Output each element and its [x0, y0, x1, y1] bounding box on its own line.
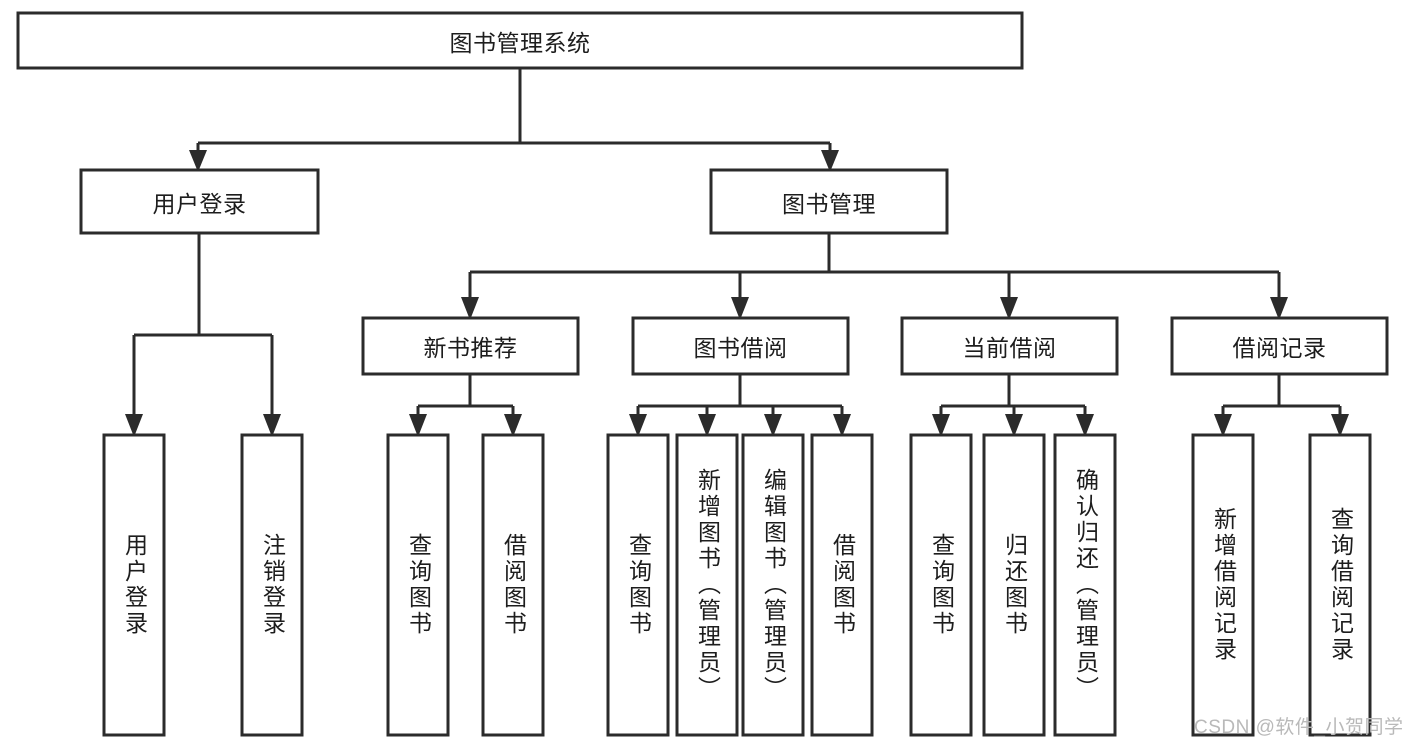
- arrowhead-leaf-confirm-return-admin: [1076, 414, 1094, 437]
- node-box-leaf-borrow-book-recommend[interactable]: [481, 433, 545, 737]
- node-box-leaf-add-borrow-record[interactable]: [1191, 433, 1255, 737]
- arrowhead-book-manage: [821, 150, 839, 172]
- arrowhead-leaf-return-book: [1005, 414, 1023, 437]
- node-box-current-borrow[interactable]: [900, 316, 1119, 376]
- arrowhead-leaf-borrow-book-recommend: [504, 414, 522, 437]
- connector-group-new-book-recommend: [409, 374, 522, 437]
- arrowhead-book-borrow: [731, 297, 749, 320]
- node-box-leaf-query-book-recommend[interactable]: [386, 433, 450, 737]
- node-box-leaf-edit-book-admin[interactable]: [741, 433, 805, 737]
- node-box-book-manage[interactable]: [709, 168, 949, 235]
- arrowhead-leaf-borrow-book: [833, 414, 851, 437]
- connector-group-current-borrow: [932, 374, 1094, 437]
- arrowhead-leaf-query-borrow-record: [1331, 414, 1349, 437]
- node-box-leaf-logout[interactable]: [240, 433, 304, 737]
- node-box-leaf-query-book-borrow[interactable]: [606, 433, 670, 737]
- node-box-root[interactable]: [16, 11, 1024, 70]
- arrowhead-leaf-query-book-current: [932, 414, 950, 437]
- arrowhead-leaf-edit-book-admin: [764, 414, 782, 437]
- node-box-borrow-record[interactable]: [1170, 316, 1389, 376]
- connector-group-book-manage: [461, 233, 1288, 320]
- arrowhead-leaf-add-borrow-record: [1214, 414, 1232, 437]
- node-box-new-book-recommend[interactable]: [361, 316, 580, 376]
- arrowhead-leaf-query-book-borrow: [629, 414, 647, 437]
- node-box-book-borrow[interactable]: [631, 316, 850, 376]
- arrowhead-leaf-logout: [263, 414, 281, 437]
- node-box-leaf-user-login[interactable]: [102, 433, 166, 737]
- node-box-leaf-return-book[interactable]: [982, 433, 1046, 737]
- node-box-leaf-query-borrow-record[interactable]: [1308, 433, 1372, 737]
- node-box-leaf-confirm-return-admin[interactable]: [1053, 433, 1117, 737]
- connector-group-book-borrow: [629, 374, 851, 437]
- connector-group-user-login: [125, 233, 281, 437]
- arrowhead-new-book-recommend: [461, 297, 479, 320]
- arrowhead-borrow-record: [1270, 297, 1288, 320]
- connector-group-borrow-record: [1214, 374, 1349, 437]
- node-box-leaf-add-book-admin[interactable]: [675, 433, 739, 737]
- connector-group-root: [189, 68, 839, 172]
- arrowhead-leaf-query-book-recommend: [409, 414, 427, 437]
- node-box-leaf-borrow-book[interactable]: [810, 433, 874, 737]
- arrowhead-leaf-user-login: [125, 414, 143, 437]
- node-box-leaf-query-book-current[interactable]: [909, 433, 973, 737]
- arrowhead-leaf-add-book-admin: [698, 414, 716, 437]
- arrowhead-user-login: [189, 150, 207, 172]
- arrowhead-current-borrow: [1000, 297, 1018, 320]
- node-box-user-login[interactable]: [79, 168, 320, 235]
